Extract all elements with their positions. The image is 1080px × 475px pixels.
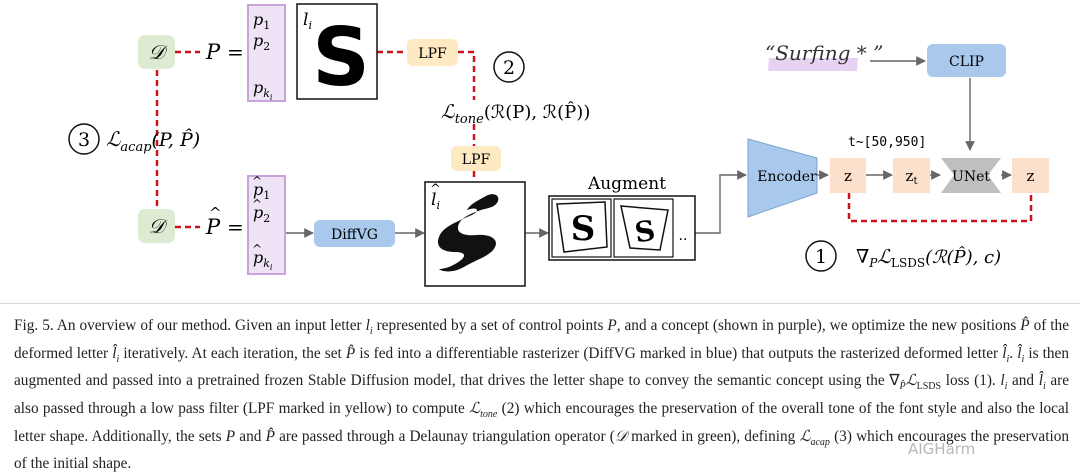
control-points-box xyxy=(247,4,286,102)
surfer-head xyxy=(488,201,494,207)
lpf-label-middle: LPF xyxy=(462,152,491,168)
control-point-2: p2 xyxy=(253,31,270,53)
loss-marker-3-num: 3 xyxy=(78,129,90,151)
hat-1: ^ xyxy=(252,174,262,188)
surfer-letter-shape xyxy=(437,194,499,272)
loss-marker-2 xyxy=(493,51,525,83)
diffvg-label: DiffVG xyxy=(331,227,378,243)
figure-caption-divider xyxy=(0,303,1080,304)
loss-marker-2-num: 2 xyxy=(503,57,515,79)
sds-loss: ∇PℒLSDS(ℛ(P̂), c) xyxy=(856,246,1001,270)
loss-marker-3 xyxy=(68,123,100,155)
tone-loss: ℒtone(ℛ(P), ℛ(P̂)) xyxy=(441,101,590,127)
watermark: AIGHarm xyxy=(908,440,976,458)
augment-glyph-2: S xyxy=(633,214,658,249)
control-point-k: pki xyxy=(253,78,273,102)
lpf-box-top xyxy=(407,39,458,66)
delaunay-symbol-top: 𝒟 xyxy=(149,40,169,64)
loss-marker-1 xyxy=(805,240,837,272)
latent-z-label: z xyxy=(844,167,852,185)
unet-label: UNet xyxy=(952,169,990,185)
method-diagram: 𝒟 𝒟 P = P ^ = p1 p2 pki p1 ^ p2 ^ pki ^ … xyxy=(68,3,1049,287)
flow-arrows xyxy=(285,56,1012,238)
hat-k: ^ xyxy=(252,242,262,256)
phat-caret: ^ xyxy=(209,204,222,222)
augment-tile-1 xyxy=(551,198,612,258)
deformed-point-1: p1 xyxy=(253,180,270,202)
prompt-highlight xyxy=(768,58,858,71)
clip-box xyxy=(927,44,1006,77)
unet-block xyxy=(941,158,1001,193)
latent-z-box xyxy=(830,158,866,193)
encoder-block xyxy=(747,138,818,218)
letter-input-glyph: S xyxy=(312,11,370,104)
p-equals: = xyxy=(227,40,244,64)
control-point-1: p1 xyxy=(253,10,270,32)
augment-warp-1 xyxy=(556,201,608,253)
prompt-text: “Surfing * ” xyxy=(765,41,883,65)
letter-input-box xyxy=(296,3,378,100)
phat-equals: = xyxy=(227,215,244,239)
deformed-point-2: p2 xyxy=(253,203,270,225)
diffvg-box xyxy=(314,220,395,247)
acap-loss: ℒacap(P, P̂) xyxy=(106,127,200,155)
deformed-point-k: pki xyxy=(253,248,273,272)
augment-label: Augment xyxy=(587,174,666,194)
lpf-label-top: LPF xyxy=(418,46,447,62)
letter-output-label: li xyxy=(431,190,440,212)
output-z-box xyxy=(1012,158,1049,193)
letter-output-hat: ^ xyxy=(430,182,441,197)
delaunay-box-bottom xyxy=(138,209,175,243)
augment-warp-2 xyxy=(620,205,669,251)
augment-ellipsis: .. xyxy=(679,228,688,244)
noisy-latent-label: zt xyxy=(906,167,918,187)
hat-2: ^ xyxy=(252,197,262,211)
phat-symbol: P xyxy=(205,215,221,239)
augment-glyph-1: S xyxy=(571,209,596,249)
deformed-points-box xyxy=(247,175,286,275)
letter-output-box xyxy=(424,181,526,287)
encoder-label: Encoder xyxy=(757,169,817,185)
delaunay-symbol-bottom: 𝒟 xyxy=(149,214,169,238)
noisy-latent-box xyxy=(893,158,930,193)
output-z-label: z xyxy=(1027,167,1035,185)
letter-input-label: li xyxy=(303,10,312,32)
loss-marker-1-num: 1 xyxy=(815,246,827,268)
figure-caption: Fig. 5. An overview of our method. Given… xyxy=(14,317,1069,473)
delaunay-box-top xyxy=(138,35,175,69)
p-symbol: P xyxy=(205,40,221,64)
dashed-connectors xyxy=(155,50,1033,229)
clip-label: CLIP xyxy=(949,54,984,70)
lpf-box-middle xyxy=(451,146,501,171)
timestep-label: t~[50,950] xyxy=(848,135,926,150)
